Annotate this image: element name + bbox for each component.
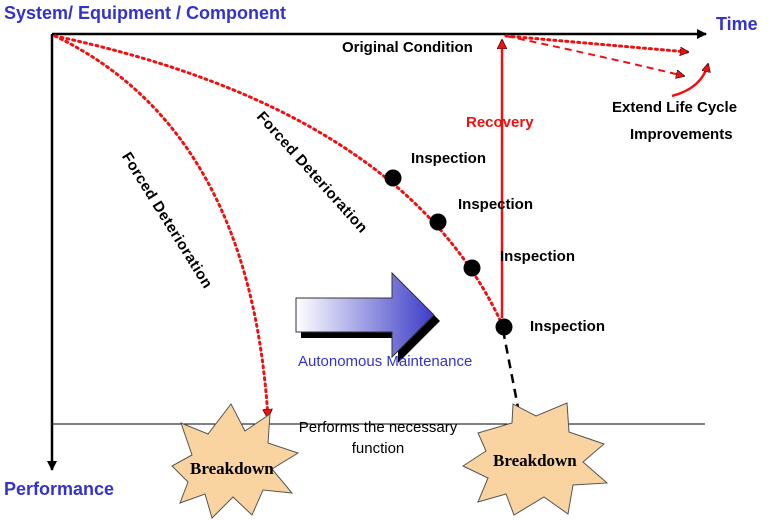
performs-function-line-1: Performs the necessary <box>298 419 458 436</box>
recovery-label: Recovery <box>466 114 534 131</box>
improvements-label: Improvements <box>630 126 733 143</box>
forced-deterioration-curve-left <box>53 34 268 420</box>
inspection-point-3 <box>463 259 481 277</box>
inspection-label-1: Inspection <box>411 150 487 167</box>
inspection-label-2: Inspection <box>458 196 534 213</box>
breakdown-burst-right <box>461 402 609 516</box>
autonomous-maintenance-arrow <box>295 271 435 359</box>
performs-function-line-2: function <box>351 440 405 457</box>
extend-life-arrow <box>671 64 708 98</box>
breakdown-label-right: Breakdown <box>493 451 577 470</box>
extend-life-cycle-label: Extend Life Cycle <box>612 99 738 116</box>
autonomous-maintenance-label: Autonomous Maintenance <box>298 353 473 370</box>
inspection-point-2 <box>429 213 447 231</box>
inspection-point-1 <box>384 169 402 187</box>
post-recovery-dashed <box>505 35 684 76</box>
inspection-label-4: Inspection <box>530 318 606 335</box>
performs-function-label: Performs the necessary function <box>280 417 476 459</box>
inspection-point-4 <box>495 318 513 336</box>
inspection-label-3: Inspection <box>500 248 576 265</box>
diagram-title: System/ Equipment / Component <box>4 3 287 23</box>
original-condition-label: Original Condition <box>342 39 473 56</box>
performance-axis-label: Performance <box>4 479 115 499</box>
breakdown-label-left: Breakdown <box>190 459 274 478</box>
breakdown-burst-left <box>171 403 300 519</box>
time-axis-label: Time <box>716 14 758 34</box>
post-recovery-dotted <box>504 34 690 52</box>
